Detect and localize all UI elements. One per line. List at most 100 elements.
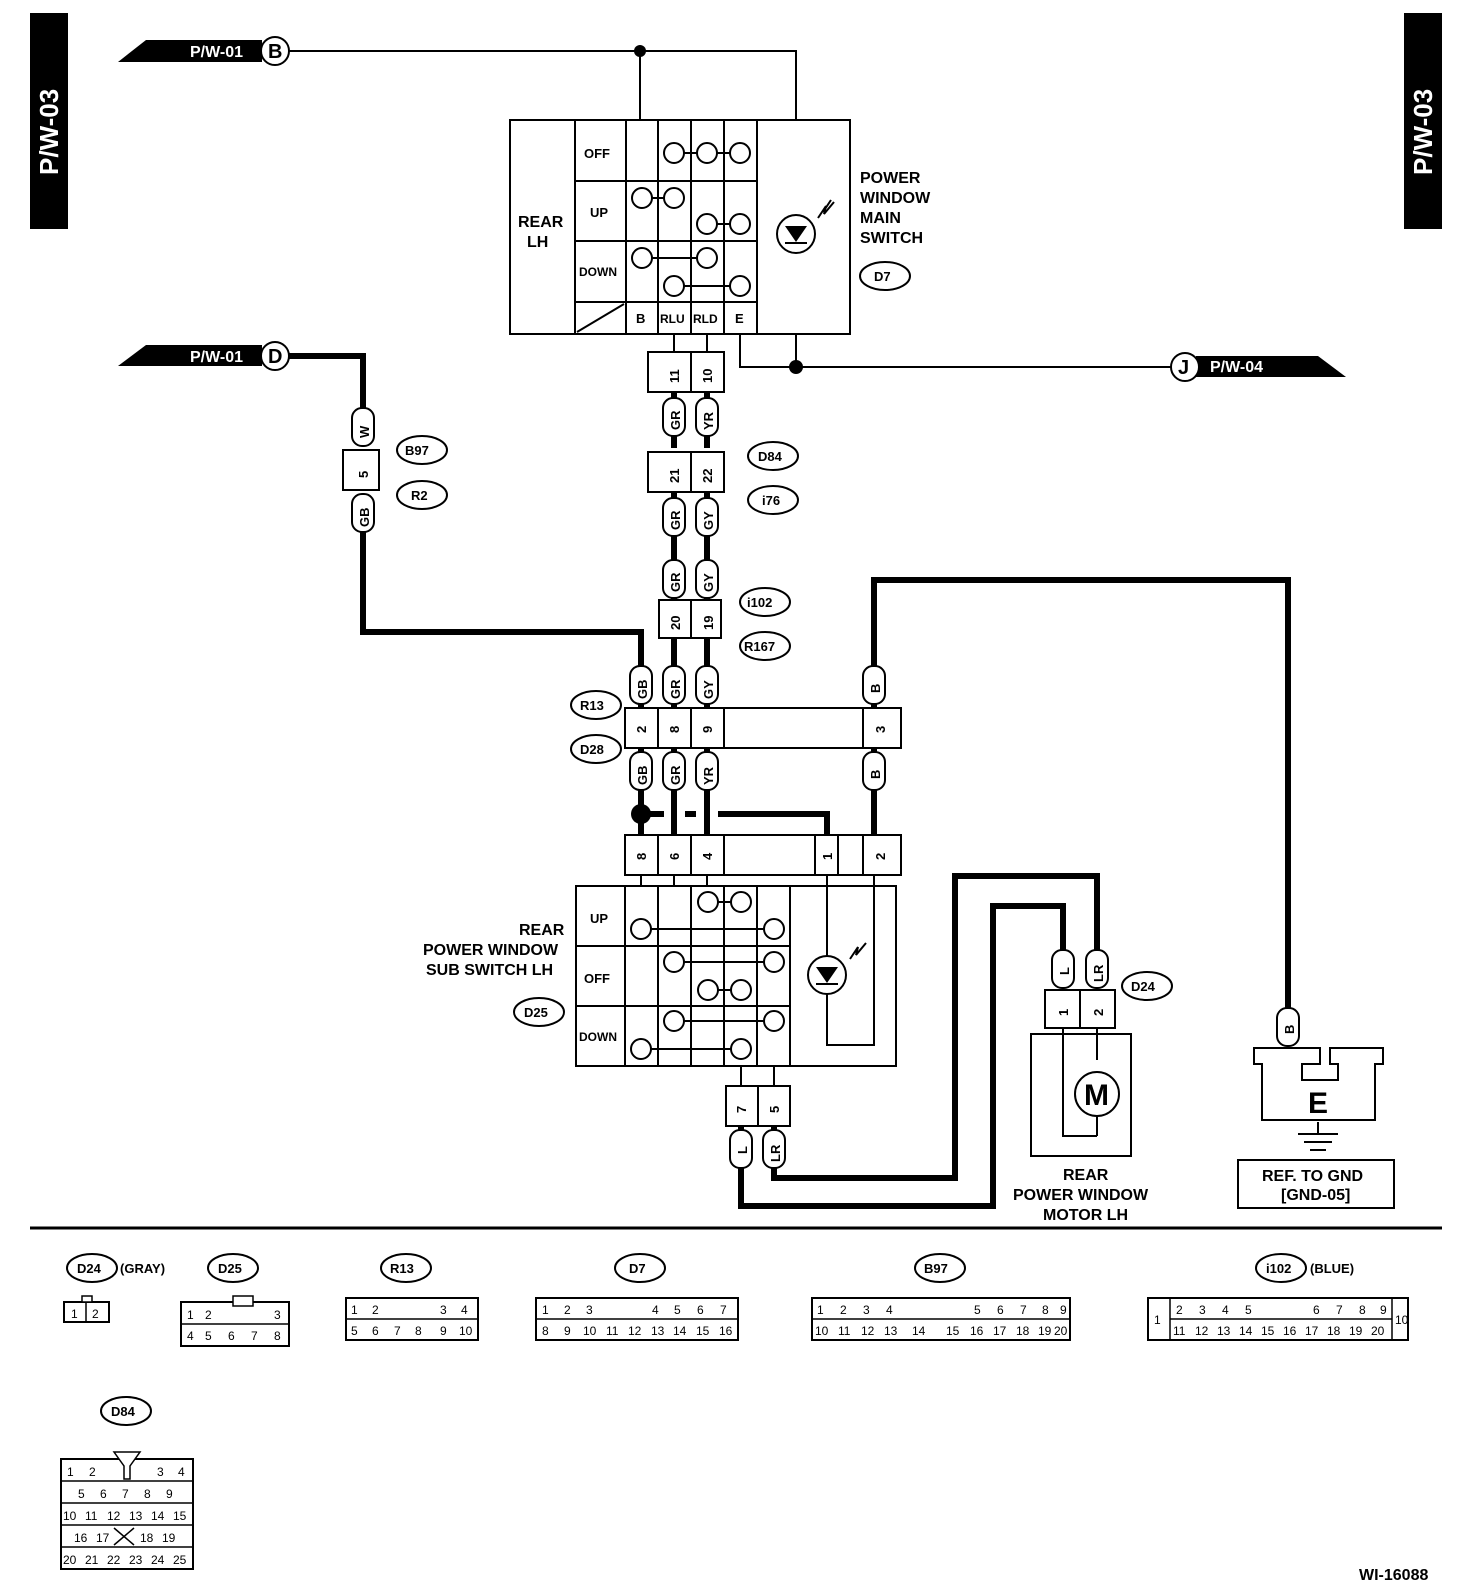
svg-text:2: 2 <box>634 726 649 733</box>
svg-text:2: 2 <box>1091 1009 1106 1016</box>
svg-text:4: 4 <box>461 1303 468 1317</box>
svg-text:7: 7 <box>720 1303 727 1317</box>
svg-text:9: 9 <box>564 1324 571 1338</box>
wire-tag-gy-1: GY <box>695 497 719 537</box>
svg-text:DOWN: DOWN <box>579 1030 617 1044</box>
svg-text:UP: UP <box>590 911 608 926</box>
wire-tag-gr-4: GR <box>662 665 686 705</box>
svg-text:3: 3 <box>873 726 888 733</box>
svg-text:20: 20 <box>63 1553 77 1567</box>
wire-tag-lr-1: LR <box>762 1129 786 1169</box>
svg-text:B: B <box>268 41 282 63</box>
ref-arrow-pw01-d: P/W-01 D <box>118 341 290 371</box>
svg-text:15: 15 <box>173 1509 187 1523</box>
svg-text:R13: R13 <box>580 698 604 713</box>
svg-text:8: 8 <box>144 1487 151 1501</box>
svg-text:(BLUE): (BLUE) <box>1310 1261 1354 1276</box>
svg-text:4: 4 <box>187 1329 194 1343</box>
svg-text:6: 6 <box>667 853 682 860</box>
svg-text:P/W-03: P/W-03 <box>1408 89 1438 175</box>
svg-text:15: 15 <box>1261 1324 1275 1338</box>
svg-text:B97: B97 <box>924 1261 948 1276</box>
svg-text:1: 1 <box>351 1303 358 1317</box>
svg-text:20: 20 <box>1371 1324 1385 1338</box>
svg-text:2: 2 <box>1176 1303 1183 1317</box>
svg-text:B: B <box>636 311 645 326</box>
ground-terminal: B E REF. TO GND [GND-05] <box>1237 1007 1395 1209</box>
svg-text:6: 6 <box>697 1303 704 1317</box>
svg-text:P/W-03: P/W-03 <box>34 89 64 175</box>
svg-text:2: 2 <box>205 1308 212 1322</box>
svg-text:24: 24 <box>151 1553 165 1567</box>
svg-text:16: 16 <box>74 1531 88 1545</box>
figure-id: WI-16088 <box>1359 1567 1428 1584</box>
wire-tag-gb-3: GB <box>629 751 653 791</box>
svg-text:YR: YR <box>701 766 716 785</box>
svg-text:19: 19 <box>1349 1324 1363 1338</box>
svg-text:6: 6 <box>372 1324 379 1338</box>
wire-tag-yr-1: YR <box>695 397 719 437</box>
svg-text:B: B <box>868 684 883 693</box>
svg-text:1: 1 <box>817 1303 824 1317</box>
svg-text:POWER WINDOW: POWER WINDOW <box>423 942 559 959</box>
svg-text:21: 21 <box>85 1553 99 1567</box>
svg-text:D84: D84 <box>111 1404 136 1419</box>
svg-text:LR: LR <box>768 1144 783 1162</box>
page-tab-right: P/W-03 <box>1404 13 1442 229</box>
svg-text:9: 9 <box>1060 1303 1067 1317</box>
svg-text:GB: GB <box>635 680 650 700</box>
wire-tag-l-2: L <box>1051 949 1075 989</box>
svg-text:7: 7 <box>122 1487 129 1501</box>
svg-text:15: 15 <box>946 1324 960 1338</box>
svg-text:7: 7 <box>734 1106 749 1113</box>
main-switch: REAR LH OFF UP DOWN B RLU RLD E <box>509 119 931 335</box>
wire-tag-w: W <box>351 407 375 447</box>
svg-text:10: 10 <box>459 1324 473 1338</box>
svg-text:P/W-01: P/W-01 <box>190 44 243 61</box>
svg-text:GR: GR <box>668 765 683 785</box>
svg-text:8: 8 <box>415 1324 422 1338</box>
svg-text:11: 11 <box>838 1324 851 1338</box>
svg-text:6: 6 <box>997 1303 1004 1317</box>
svg-text:4: 4 <box>652 1303 659 1317</box>
legend-d24: D24 (GRAY) 1 2 <box>63 1253 165 1323</box>
svg-text:5: 5 <box>974 1303 981 1317</box>
svg-text:RLU: RLU <box>660 312 685 326</box>
svg-text:4: 4 <box>178 1465 185 1479</box>
svg-text:GR: GR <box>668 410 683 430</box>
legend-i102: i102 (BLUE) 1 10 2 3 4 5 6 7 8 9 11 12 1… <box>1147 1253 1409 1341</box>
svg-text:20: 20 <box>668 616 683 630</box>
svg-text:23: 23 <box>129 1553 143 1567</box>
svg-text:21: 21 <box>667 469 682 483</box>
svg-text:13: 13 <box>129 1509 143 1523</box>
svg-text:UP: UP <box>590 205 608 220</box>
svg-text:8: 8 <box>274 1329 281 1343</box>
svg-text:8: 8 <box>1359 1303 1366 1317</box>
connector-block-r13: 2 8 9 3 R13 D28 <box>570 690 902 764</box>
legend-d84: D84 1 2 3 4 5 6 7 8 9 10 11 12 13 14 15 … <box>60 1396 194 1570</box>
svg-text:SUB SWITCH LH: SUB SWITCH LH <box>426 962 553 979</box>
wire-tag-gr-2: GR <box>662 497 686 537</box>
svg-text:REAR: REAR <box>518 214 564 231</box>
svg-text:1: 1 <box>187 1308 194 1322</box>
svg-text:7: 7 <box>394 1324 401 1338</box>
svg-text:9: 9 <box>700 726 715 733</box>
svg-text:POWER: POWER <box>860 170 921 187</box>
svg-text:E: E <box>1308 1087 1328 1120</box>
wire-tag-gr-5: GR <box>662 751 686 791</box>
connector-block-d25: 8 6 4 1 2 <box>624 834 902 876</box>
svg-text:1: 1 <box>542 1303 549 1317</box>
svg-text:D: D <box>268 346 282 368</box>
svg-text:18: 18 <box>1327 1324 1341 1338</box>
svg-text:10: 10 <box>63 1509 77 1523</box>
svg-text:5: 5 <box>356 471 371 478</box>
legend-d25: D25 1 2 3 4 5 6 7 8 <box>180 1253 290 1347</box>
wire-tag-gr-1: GR <box>662 397 686 437</box>
svg-text:1: 1 <box>71 1307 78 1321</box>
svg-text:22: 22 <box>700 469 715 483</box>
svg-text:5: 5 <box>205 1329 212 1343</box>
svg-text:OFF: OFF <box>584 971 610 986</box>
legend-b97: B97 1 2 3 4 5 6 7 8 9 10 11 12 13 14 15 … <box>811 1253 1071 1341</box>
svg-text:14: 14 <box>912 1324 926 1338</box>
svg-text:4: 4 <box>700 852 715 860</box>
